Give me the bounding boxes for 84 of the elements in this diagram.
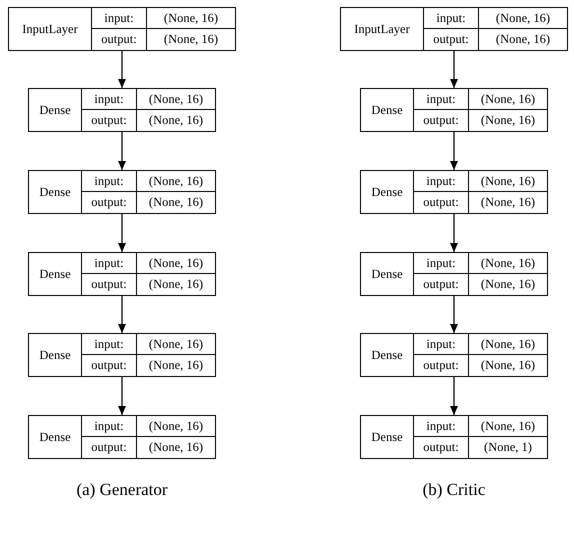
shape-value: (None, 16) [136,437,215,458]
layer-box [28,415,216,459]
layer-name: Dense [38,346,72,364]
shape-value: (None, 16) [468,334,547,355]
shape-value: (None, 16) [468,274,547,295]
layer-box [360,88,548,132]
port-label: output: [423,29,478,50]
shape-value: (None, 16) [146,29,235,50]
shape-value: (None, 16) [468,416,547,437]
layer-box [360,170,548,214]
port-label: input: [81,89,136,110]
arrow [118,132,126,170]
port-label: output: [413,437,468,458]
layer-box [360,333,548,377]
layer-box [28,88,216,132]
port-label: input: [81,253,136,274]
layer-name: Dense [38,266,72,282]
shape-value: (None, 16) [136,334,215,355]
shape-value: (None, 16) [136,110,215,131]
port-label: input: [413,253,468,274]
arrow [118,377,126,415]
arrow [450,214,458,252]
port-label: output: [81,192,136,213]
panel-caption: (b) Critic [422,480,486,500]
port-label: output: [413,192,468,213]
arrow [118,51,126,88]
port-label: input: [81,334,136,355]
shape-value: (None, 16) [468,110,547,131]
shape-value: (None, 16) [478,8,567,29]
layer-box [360,252,548,296]
layer-name: Dense [370,428,404,446]
shape-value: (None, 16) [468,89,547,110]
port-label: input: [413,416,468,437]
port-label: input: [413,171,468,192]
layer-box [340,7,568,51]
layer-name: Dense [38,428,72,446]
port-label: input: [81,171,136,192]
arrow [450,132,458,170]
port-label: input: [423,8,478,29]
shape-value: (None, 16) [146,8,235,29]
shape-value: (None, 16) [136,416,215,437]
shape-value: (None, 16) [136,274,215,295]
arrow [450,377,458,415]
port-label: output: [413,110,468,131]
layer-box [28,252,216,296]
port-label: input: [413,334,468,355]
port-label: output: [413,355,468,376]
shape-value: (None, 16) [136,355,215,376]
arrow [450,51,458,88]
layer-name: InputLayer [353,20,411,38]
layer-box [28,170,216,214]
port-label: output: [81,110,136,131]
shape-value: (None, 16) [468,253,547,274]
port-label: input: [413,89,468,110]
layer-name: Dense [38,184,72,200]
port-label: input: [91,8,146,29]
panel-caption: (a) Generator [76,480,168,500]
layer-box [8,7,236,51]
shape-value: (None, 1) [468,437,547,458]
layer-name: Dense [370,266,404,282]
layer-name: Dense [370,346,404,364]
layer-name: Dense [38,102,72,118]
port-label: input: [81,416,136,437]
arrow [118,296,126,333]
shape-value: (None, 16) [478,29,567,50]
port-label: output: [81,274,136,295]
layer-name: Dense [370,102,404,118]
port-label: output: [91,29,146,50]
port-label: output: [413,274,468,295]
port-label: output: [81,437,136,458]
shape-value: (None, 16) [136,192,215,213]
shape-value: (None, 16) [136,89,215,110]
shape-value: (None, 16) [136,171,215,192]
shape-value: (None, 16) [468,355,547,376]
shape-value: (None, 16) [468,171,547,192]
layer-box [360,415,548,459]
shape-value: (None, 16) [136,253,215,274]
layer-box [28,333,216,377]
layer-name: Dense [370,184,404,200]
arrow [450,296,458,333]
arrow [118,214,126,252]
shape-value: (None, 16) [468,192,547,213]
port-label: output: [81,355,136,376]
layer-name: InputLayer [21,20,79,38]
